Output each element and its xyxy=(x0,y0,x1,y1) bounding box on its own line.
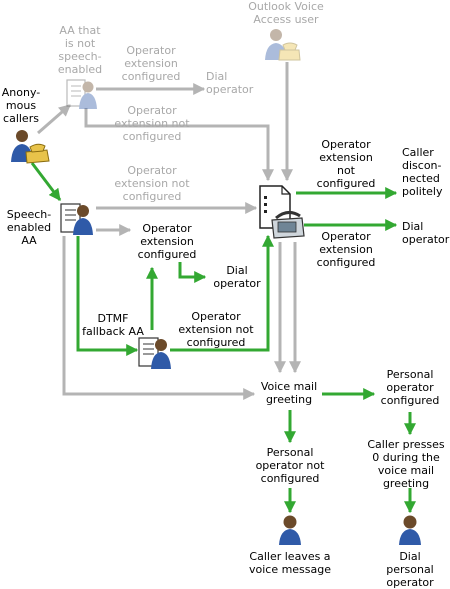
speech-enabled-aa-label: Speech- enabled AA xyxy=(6,208,52,247)
op-ext-not-configured-label-1: Operator extension not configured xyxy=(114,104,190,143)
arrow-speech-aa-to-voicemail xyxy=(62,236,256,400)
outlook-user-icon xyxy=(265,29,301,61)
arrow-speech-aa-to-dtmf-aa xyxy=(76,236,139,356)
arrow-anonymous-to-nonspeech-aa xyxy=(37,103,71,135)
caller-leaves-message-label: Caller leaves a voice message xyxy=(248,550,332,576)
outlook-user-label: Outlook Voice Access user xyxy=(248,0,324,26)
dial-personal-operator-label: Dial personal operator xyxy=(386,550,434,589)
dial-operator-label-2: Dial operator xyxy=(402,220,450,246)
dtmf-fallback-aa-label: DTMF fallback AA xyxy=(82,312,144,338)
voice-mail-greeting-label: Voice mail greeting xyxy=(260,380,318,406)
dial-operator-label-3: Dial operator xyxy=(213,264,261,290)
caller-disconnected-label: Caller discon- nected politely xyxy=(402,146,443,198)
dial-operator-label-1: Dial operator xyxy=(206,70,254,96)
aa-not-speech-enabled-label: AA that is not speech- enabled xyxy=(57,24,103,76)
op-ext-configured-label-3: Operator extension configured xyxy=(316,230,376,269)
dial-personal-operator-user-icon xyxy=(399,515,421,545)
nonspeech-aa-icon xyxy=(66,79,97,109)
personal-operator-configured-label: Personal operator configured xyxy=(380,368,440,407)
caller-presses-0-label: Caller presses 0 during the voice mail g… xyxy=(367,438,445,490)
personal-operator-not-configured-label: Personal operator not configured xyxy=(255,446,325,485)
dtmf-aa-icon xyxy=(138,337,171,369)
arrow-anonymous-to-speech-aa xyxy=(30,162,62,201)
op-ext-configured-label-1: Operator extension configured xyxy=(121,44,181,83)
arrow-dtmf-aa-to-hub xyxy=(170,234,274,352)
arrow-op-configured-to-dial-operator xyxy=(178,262,207,283)
leaves-message-user-icon xyxy=(279,515,301,545)
anonymous-callers-icon xyxy=(11,130,50,164)
arrow-nonspeech-to-hub xyxy=(84,108,274,182)
op-ext-not-configured-label-4: Operator extension not configured xyxy=(178,310,254,349)
speech-aa-icon xyxy=(60,203,93,235)
op-ext-not-configured-label-3: Operator extension not configured xyxy=(316,138,376,190)
hub-document-phone-icon xyxy=(259,185,305,239)
anonymous-callers-label: Anony- mous callers xyxy=(1,86,41,125)
op-ext-not-configured-label-2: Operator extension not configured xyxy=(114,164,190,203)
op-ext-configured-label-2: Operator extension configured xyxy=(137,222,197,261)
